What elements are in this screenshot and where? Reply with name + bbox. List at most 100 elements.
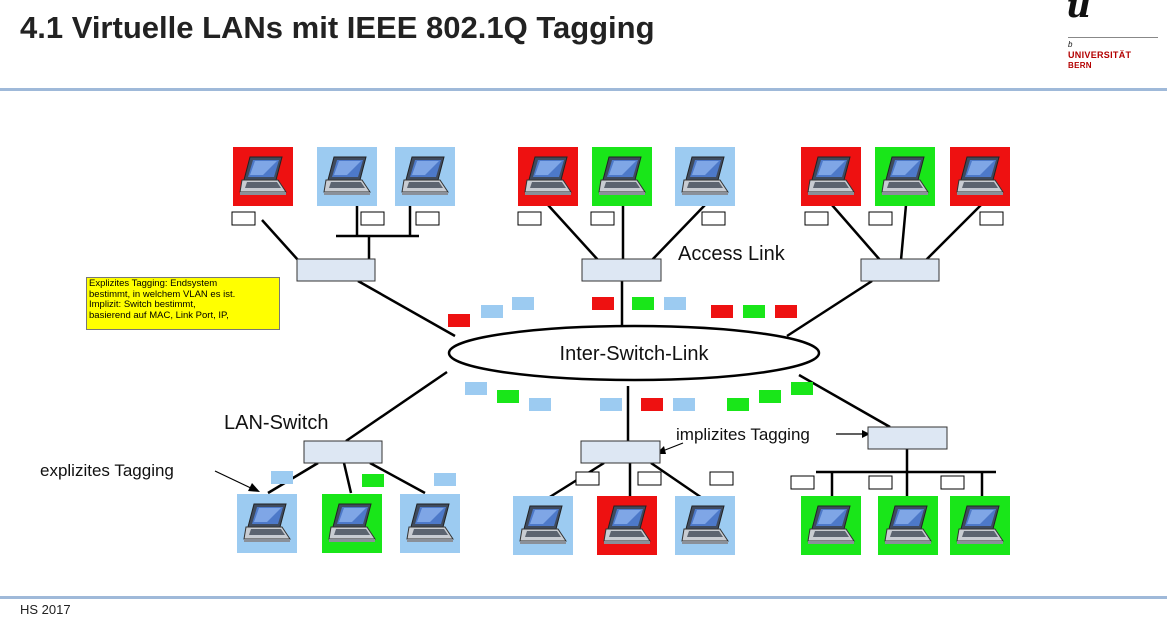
untagged-frame <box>868 211 893 226</box>
switch-top-right <box>860 258 940 282</box>
switch-top-left <box>296 258 376 282</box>
tagged-frame-green <box>362 474 384 487</box>
tagged-frame-green <box>727 398 749 411</box>
laptop-icon <box>807 505 855 544</box>
tagged-frame-green <box>791 382 813 395</box>
note-line-4: basierend auf MAC, Link Port, IP, <box>89 309 229 321</box>
laptop-icon <box>406 503 454 542</box>
access-link-label: Access Link <box>678 243 786 265</box>
arrowhead <box>862 430 870 438</box>
tagged-frame-blue <box>529 398 551 411</box>
computer-bottom-middle-blue <box>675 496 735 555</box>
arrowhead <box>248 483 260 492</box>
switch-top-middle <box>581 258 662 282</box>
untagged-frame <box>590 211 615 226</box>
laptop-icon <box>956 505 1004 544</box>
tagged-frame-blue <box>481 305 503 318</box>
laptop-icon <box>598 156 646 195</box>
untagged-frame <box>231 211 256 226</box>
page-title: 4.1 Virtuelle LANs mit IEEE 802.1Q Taggi… <box>20 10 655 45</box>
computer-bottom-middle-red <box>597 496 657 555</box>
inter-switch-link-label: Inter-Switch-Link <box>560 343 710 365</box>
note-line-3: Implizit: Switch bestimmt, <box>89 299 196 310</box>
untagged-frame <box>575 471 600 486</box>
laptop-icon <box>328 503 376 542</box>
lan-switch-label: LAN-Switch <box>224 412 328 434</box>
tagged-frame-red <box>775 305 797 318</box>
computer-bottom-right-green <box>878 496 938 555</box>
tagged-frame-red <box>592 297 614 310</box>
tagged-frame-blue <box>600 398 622 411</box>
tagged-frame-red <box>448 314 470 327</box>
tagged-frame-blue <box>664 297 686 310</box>
laptop-icon <box>881 156 929 195</box>
untagged-frame <box>979 211 1004 226</box>
computer-top-middle-red <box>518 147 578 206</box>
computer-bottom-right-green <box>950 496 1010 555</box>
laptop-icon <box>239 156 287 195</box>
computer-top-middle-blue <box>675 147 735 206</box>
untagged-frame <box>709 471 734 486</box>
tagged-frame-blue <box>434 473 456 486</box>
logo-superscript: b <box>1068 40 1073 49</box>
untagged-frame <box>790 475 815 490</box>
laptop-icon <box>884 505 932 544</box>
untagged-frame <box>517 211 542 226</box>
tagged-frame-red <box>641 398 663 411</box>
computer-bottom-left-blue <box>237 494 297 553</box>
tagged-frame-green <box>497 390 519 403</box>
logo-rule <box>1068 37 1158 38</box>
note-line-2: bestimmt, in welchem VLAN es ist. <box>89 288 236 300</box>
untagged-frame <box>940 475 965 490</box>
tagged-frame-green <box>632 297 654 310</box>
computer-top-left-blue <box>395 147 455 206</box>
computer-top-right-red <box>950 147 1010 206</box>
computer-top-left-blue <box>317 147 377 206</box>
switch-bottom-left <box>303 440 383 464</box>
computer-top-right-red <box>801 147 861 206</box>
footer-text: HS 2017 <box>20 602 71 617</box>
laptop-icon <box>603 505 651 544</box>
tagging-note: Explizites Tagging: Endsystem bestimmt, … <box>86 277 280 330</box>
switch-bottom-right <box>867 426 948 450</box>
laptop-icon <box>681 156 729 195</box>
computer-bottom-right-green <box>801 496 861 555</box>
laptop-icon <box>519 505 567 544</box>
footer-divider <box>0 596 1167 599</box>
laptop-icon <box>956 156 1004 195</box>
tagged-frame-blue <box>512 297 534 310</box>
computer-top-left-red <box>233 147 293 206</box>
untagged-frame <box>637 471 662 486</box>
laptop-icon <box>807 156 855 195</box>
laptop-icon <box>401 156 449 195</box>
header-divider <box>0 88 1167 91</box>
computer-top-middle-green <box>592 147 652 206</box>
tagged-frame-blue <box>465 382 487 395</box>
untagged-frame <box>868 475 893 490</box>
computer-bottom-middle-blue <box>513 496 573 555</box>
logo-line-1: UNIVERSITÄT <box>1068 50 1132 60</box>
tagged-frame-blue <box>673 398 695 411</box>
logo-line-2: BERN <box>1068 61 1092 70</box>
tagged-frame-green <box>759 390 781 403</box>
logo-mark: u <box>1066 0 1091 26</box>
laptop-icon <box>524 156 572 195</box>
note-line-1: Explizites Tagging: Endsystem <box>89 278 218 289</box>
tagged-frame-red <box>711 305 733 318</box>
tagged-frame-green <box>743 305 765 318</box>
laptop-icon <box>243 503 291 542</box>
untagged-frame <box>360 211 385 226</box>
computer-bottom-left-blue <box>400 494 460 553</box>
computer-bottom-left-green <box>322 494 382 553</box>
laptop-icon <box>323 156 371 195</box>
untagged-frame <box>415 211 440 226</box>
switch-bottom-middle <box>580 440 661 464</box>
untagged-frame <box>701 211 726 226</box>
untagged-frame <box>804 211 829 226</box>
laptop-icon <box>681 505 729 544</box>
computer-top-right-green <box>875 147 935 206</box>
implicit-tagging-label: implizites Tagging <box>676 425 810 444</box>
tagged-frame-blue <box>271 471 293 484</box>
explicit-tagging-label: explizites Tagging <box>40 461 174 480</box>
